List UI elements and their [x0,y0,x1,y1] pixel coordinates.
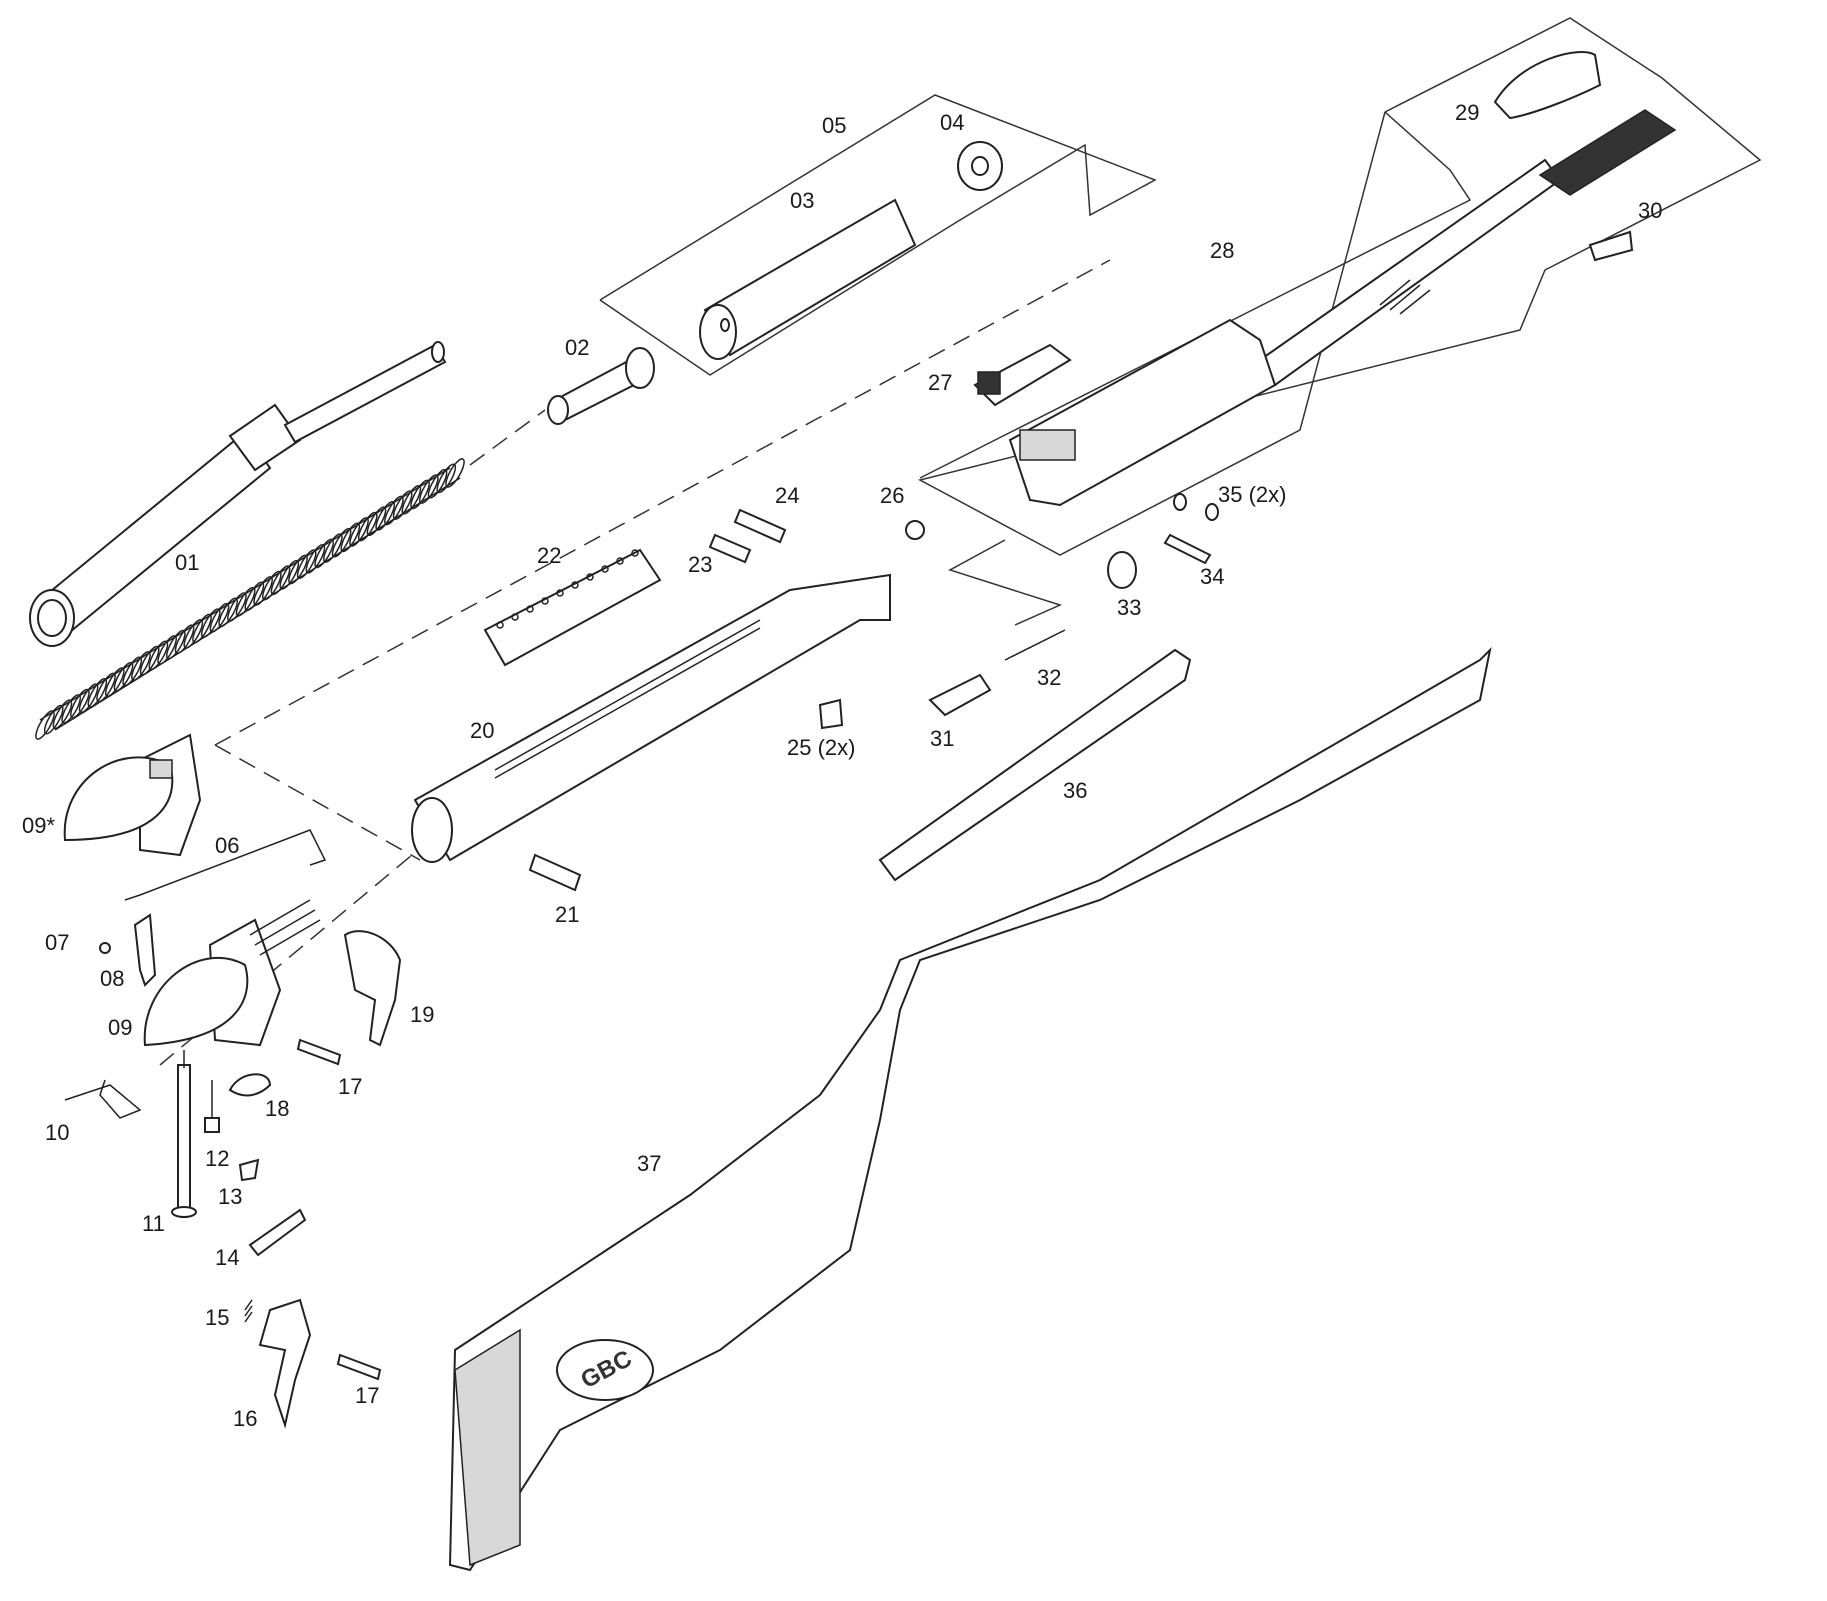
assembly-line-b [214,259,1111,746]
part-31-latch [928,673,992,717]
part-29-hood [1493,51,1602,120]
part-17-pin-b [336,1353,382,1381]
front-sight [1538,109,1677,196]
rail-hole [571,581,579,589]
label-29: 29 [1455,100,1480,125]
part-21-pin [528,853,582,892]
label-27: 27 [928,370,953,395]
label-04: 04 [940,110,965,135]
part-33-bushing [1107,551,1137,589]
rail-hole [586,573,594,581]
part-20-housing [411,573,891,863]
assembly-line-c [214,744,421,861]
rail-hole [616,557,624,565]
part-37-stock [448,646,1492,1572]
label-02: 02 [565,335,590,360]
label-13: 13 [218,1184,243,1209]
part-30-insert [1588,230,1634,262]
label-15: 15 [205,1305,230,1330]
label-35: 35 (2x) [1218,482,1287,507]
label-09: 09 [108,1015,133,1040]
label-12: 12 [205,1146,230,1171]
label-30: 30 [1638,198,1663,223]
part-27-rear-sight [973,343,1072,407]
frame-barrel [917,17,1762,556]
rail-hole [526,605,534,613]
label-34: 34 [1200,564,1225,589]
label-26: 26 [880,483,905,508]
part-07-lever [133,913,157,987]
label-37: 37 [637,1151,662,1176]
label-01: 01 [175,550,200,575]
part-02-guide [547,347,655,425]
label-17-b: 17 [355,1383,380,1408]
label-18: 18 [265,1096,290,1121]
label-08: 08 [100,966,125,991]
rail-hole [601,565,609,573]
part-18-sear [228,1073,272,1097]
part-03-tube [699,198,917,360]
label-21: 21 [555,902,580,927]
part-23-pin [708,533,752,564]
part-22-rail [483,548,662,667]
part-35-clip-b [1205,503,1219,521]
part-17-pin-a [296,1038,342,1066]
spring-coil [445,458,465,488]
part-36-cocking-arm [878,648,1192,882]
part-16-trigger [258,1298,312,1429]
label-36: 36 [1063,778,1088,803]
label-06: 06 [215,833,240,858]
label-31: 31 [930,726,955,751]
label-32: 32 [1037,665,1062,690]
label-05: 05 [822,113,847,138]
part-26-nut [905,520,925,540]
label-03: 03 [790,188,815,213]
part-35-clip-a [1173,493,1187,511]
main-spring [35,458,465,740]
part-28-barrel [1008,158,1562,507]
rail-hole [631,549,639,557]
label-33: 33 [1117,595,1142,620]
label-25: 25 (2x) [787,735,856,760]
part-08-screw [99,942,111,954]
rail-hole [556,589,564,597]
label-11: 11 [142,1211,165,1236]
part-04-washer [957,141,1003,191]
rail-hole [541,597,549,605]
part-12-screw [204,1080,220,1133]
frame-05 [599,94,1157,376]
label-14: 14 [215,1245,240,1270]
label-17-a: 17 [338,1074,363,1099]
part-09-assembly [143,899,321,1047]
label-23: 23 [688,552,713,577]
rail-hole [496,621,504,629]
label-09-star: 09* [22,813,56,838]
label-24: 24 [775,483,800,508]
part-11-pin [171,1050,197,1218]
part-19-trigger-block [343,930,402,1047]
part-01-gas-ram [29,341,447,647]
frame-31 [948,539,1063,626]
label-16: 16 [233,1406,258,1431]
part-34-pin [1163,533,1212,565]
assembly-line-a [469,409,546,466]
label-22: 22 [537,543,562,568]
part-10-clip [64,1079,142,1119]
label-10: 10 [45,1120,70,1145]
label-19: 19 [410,1002,435,1027]
part-06-wire [124,829,327,901]
part-25-screw [818,698,844,730]
label-28: 28 [1210,238,1235,263]
part-32-spring [1004,629,1066,661]
rail-hole [511,613,519,621]
label-20: 20 [470,718,495,743]
label-07: 07 [45,930,70,955]
part-13-small [238,1158,260,1182]
part-14-bar [248,1208,307,1257]
part-15-spring [244,1299,253,1323]
part-24-pin [733,508,787,544]
part-09star-assembly [63,733,202,857]
